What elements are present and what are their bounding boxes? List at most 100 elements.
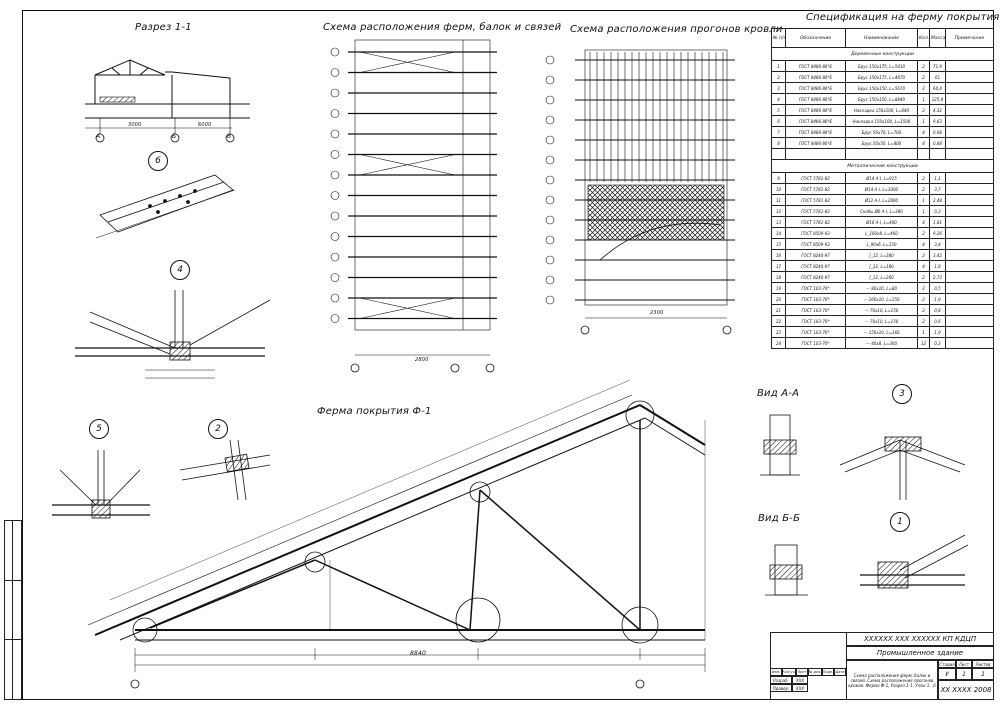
stamp-code: XXXXXX XXX XXXXXX КП КДЦП	[846, 632, 994, 646]
spec-cell-note	[945, 183, 994, 195]
spec-cell-mass: 0,3	[929, 337, 946, 349]
grid-axis-marker	[330, 170, 340, 180]
frames-span-dim: 2800	[415, 357, 429, 363]
view-b-title: Вид Б-Б	[758, 513, 801, 524]
stamp-developer-name: XXX	[792, 676, 808, 684]
spec-cell-mass: 60,4	[929, 82, 946, 94]
spec-cell-mass: 0,6	[929, 315, 946, 327]
bracing-cross	[359, 154, 456, 176]
spec-cell-qty: 2	[917, 282, 930, 294]
spec-cell-name: Брус 150x150, L=8840	[845, 93, 918, 105]
spec-cell-designation: ГОСТ 8240-97	[785, 260, 846, 272]
stamp-col-label: Изм.	[770, 668, 782, 676]
spec-cell-num: 23	[771, 326, 786, 338]
spec-cell-num: 6	[771, 115, 786, 127]
spec-cell-qty: 2	[917, 172, 930, 184]
spec-cell-name: — 40x8, L=300	[845, 337, 918, 349]
spec-empty-cell	[845, 148, 918, 160]
spec-cell-note	[945, 71, 994, 83]
spec-cell-designation: ГОСТ 103-76*	[785, 282, 846, 294]
truss-title: Ферма покрытия Ф-1	[317, 406, 432, 417]
spec-cell-mass: 1,1	[929, 172, 946, 184]
node-1-detail	[860, 534, 969, 589]
spec-cell-designation: ГОСТ 8240-97	[785, 271, 846, 283]
stamp-checker-name: XXX	[792, 684, 808, 692]
spec-cell-designation: ГОСТ 8486-86*Е	[785, 137, 846, 149]
grid-axis-marker	[545, 95, 555, 105]
spec-cell-name: — 160x10, L=150	[845, 293, 918, 305]
spec-cell-qty: 2	[917, 293, 930, 305]
spec-cell-name: Брус 150x175, L=4470	[845, 71, 918, 83]
grid-axis-marker	[330, 191, 340, 200]
spec-cell-note	[945, 227, 994, 239]
spec-cell-qty: 4	[917, 126, 930, 138]
view-a-title: Вид А-А	[757, 388, 800, 399]
spec-cell-qty: 2	[917, 249, 930, 261]
spec-cell-qty: 1	[917, 115, 930, 127]
spec-cell-name: Скобы Ø6 А-I, L=380	[845, 205, 918, 217]
spec-cell-designation: ГОСТ 8486-86*Е	[785, 126, 846, 138]
spec-cell-name: Брус 50x50, L=800	[845, 137, 918, 149]
spec-cell-mass: 1,8	[929, 260, 946, 272]
spec-cell-qty: 2	[917, 104, 930, 116]
grid-axis-marker	[330, 109, 340, 118]
title-block: XXXXXX XXX XXXXXX КП КДЦП Промышленное з…	[770, 632, 994, 700]
spec-cell-num: 20	[771, 293, 786, 305]
node-4-callout: 4	[170, 260, 190, 280]
left-sidebar-stamp	[4, 520, 22, 700]
view-a-detail	[760, 414, 800, 476]
spec-cell-designation: ГОСТ 8486-86*Е	[785, 93, 846, 105]
grid-axis-marker	[330, 150, 340, 159]
spec-cell-designation: ГОСТ 8486-86*Е	[785, 82, 846, 94]
section-span2-dim: 6000	[198, 122, 212, 128]
grid-axis-marker	[545, 135, 555, 145]
spec-cell-designation: ГОСТ 8486-86*Е	[785, 71, 846, 83]
spec-cell-mass: 2,73	[929, 271, 946, 283]
spec-cell-num: 7	[771, 126, 786, 138]
spec-cell-name: — 150x10, L=160	[845, 326, 918, 338]
spec-cell-num: 8	[771, 137, 786, 149]
stamp-checker-label: Провер.	[770, 684, 792, 692]
spec-cell-qty: 2	[917, 60, 930, 72]
spec-cell-name: — 80x10, L=80	[845, 282, 918, 294]
grid-axis-marker	[330, 273, 340, 282]
spec-cell-name: — 70x10, L=150	[845, 315, 918, 327]
spec-cell-mass: 0,3	[929, 205, 946, 217]
grid-axis-marker	[330, 88, 340, 98]
spec-cell-designation: ГОСТ 103-76*	[785, 315, 846, 327]
node-3-callout: 3	[892, 384, 912, 404]
spec-cell-qty: 2	[917, 304, 930, 316]
node-5-callout: 5	[89, 419, 109, 439]
spec-cell-designation: ГОСТ 8486-86*Е	[785, 115, 846, 127]
node-2-detail	[179, 439, 271, 501]
spec-cell-mass: 1,9	[929, 326, 946, 338]
spec-cell-num: 13	[771, 216, 786, 228]
spec-cell-num: 2	[771, 71, 786, 83]
spec-cell-note	[945, 115, 994, 127]
grid-axis-marker	[545, 195, 555, 205]
stamp-sheets: 1	[972, 668, 994, 680]
spec-header-name: Наименование	[845, 28, 918, 48]
stamp-col-label: Подп.	[822, 668, 834, 676]
grid-axis-marker	[545, 275, 555, 285]
grid-axis-marker	[545, 235, 555, 245]
stamp-developer-label: Разраб.	[770, 676, 792, 684]
view-b-detail	[765, 544, 808, 596]
grid-axis-marker	[330, 129, 340, 139]
grid-axis-marker	[330, 232, 340, 241]
spec-cell-designation: ГОСТ 5781-82	[785, 183, 846, 195]
bracing-cross	[359, 297, 456, 319]
spec-cell-mass: 0,8	[929, 304, 946, 316]
spec-cell-num: 15	[771, 238, 786, 250]
stamp-project: Промышленное здание	[846, 646, 994, 660]
